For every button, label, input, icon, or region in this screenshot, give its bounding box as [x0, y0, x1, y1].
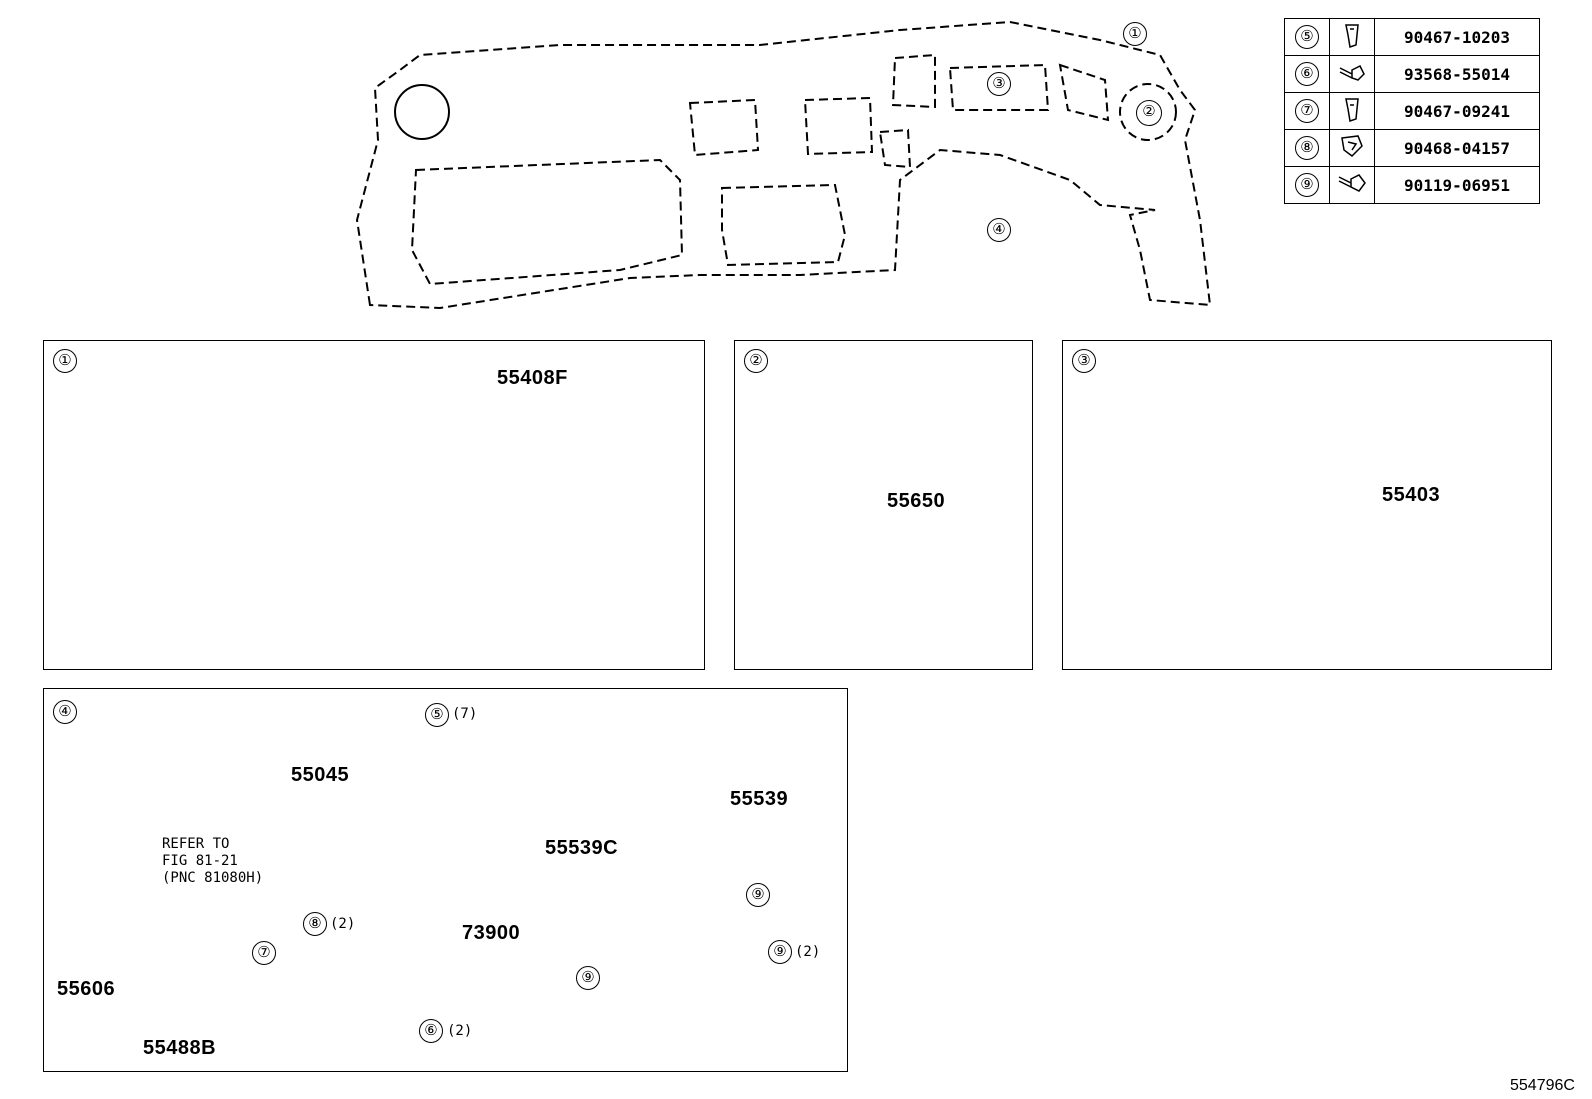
part-number-55403: 55403 [1382, 484, 1441, 506]
panel-callout: ② [744, 349, 768, 373]
ref-callout: ⑧ [1295, 136, 1319, 160]
detail-panel-2: ② [734, 340, 1033, 670]
ref-callout: ⑦ [1295, 99, 1319, 123]
clip-icon [1340, 24, 1364, 53]
upper-right-slot [1058, 63, 1110, 122]
area-3-outline [948, 63, 1050, 111]
callout-5: ⑤ [425, 703, 449, 727]
left-vent-circle [394, 84, 450, 140]
quantity-6: (2) [447, 1023, 473, 1039]
table-row: ⑨ 90119-06951 [1284, 166, 1540, 204]
small-slot [878, 128, 912, 169]
clip-icon [1340, 98, 1364, 127]
callout-6: ⑥ [419, 1019, 443, 1043]
fastener-part-number: 90467-09241 [1374, 92, 1540, 130]
part-number-55488b: 55488B [143, 1037, 217, 1059]
center-stack-outline [721, 183, 847, 267]
refer-note: REFER TO FIG 81-21 (PNC 81080H) [162, 836, 264, 886]
fastener-part-number: 93568-55014 [1374, 55, 1540, 93]
clip-icon [1338, 135, 1366, 164]
panel-callout: ③ [1072, 349, 1096, 373]
part-number-55045: 55045 [291, 764, 350, 786]
table-row: ⑦ 90467-09241 [1284, 92, 1540, 130]
screw-icon [1338, 64, 1366, 88]
center-vent-left [688, 98, 760, 157]
callout-9-right: ⑨ [768, 940, 792, 964]
right-vent-circle [1119, 83, 1177, 141]
fastener-part-number: 90468-04157 [1374, 129, 1540, 167]
fastener-part-number: 90467-10203 [1374, 18, 1540, 56]
fastener-part-number: 90119-06951 [1374, 166, 1540, 204]
callout-7: ⑦ [252, 941, 276, 965]
overview-callout-2: ② [1136, 100, 1162, 126]
table-row: ⑥ 93568-55014 [1284, 55, 1540, 93]
callout-9-bottom: ⑨ [576, 966, 600, 990]
ref-callout: ⑤ [1295, 25, 1319, 49]
part-number-73900: 73900 [462, 922, 521, 944]
callout-9-top: ⑨ [746, 883, 770, 907]
part-number-55606: 55606 [57, 978, 116, 1000]
dashboard-outline [355, 20, 1212, 310]
detail-panel-3: ③ [1062, 340, 1552, 670]
upper-left-slot [891, 53, 936, 109]
center-vent-right [803, 96, 874, 156]
overview-callout-3: ③ [987, 72, 1011, 96]
part-number-55650: 55650 [887, 490, 946, 512]
detail-panel-4: ④ [43, 688, 848, 1072]
left-recess-outline [410, 158, 684, 286]
table-row: ⑤ 90467-10203 [1284, 18, 1540, 56]
ref-callout: ⑥ [1295, 62, 1319, 86]
panel-callout: ④ [53, 700, 77, 724]
overview-callout-1: ① [1123, 22, 1147, 46]
quantity-5: (7) [452, 706, 478, 722]
fastener-table: ⑤ 90467-10203 ⑥ 93568-55014 ⑦ 90467-0924… [1284, 18, 1540, 204]
part-number-55539c: 55539C [545, 837, 619, 859]
detail-panel-1: ① [43, 340, 705, 670]
part-number-55408f: 55408F [497, 367, 568, 389]
panel-callout: ① [53, 349, 77, 373]
quantity-9: (2) [795, 944, 821, 960]
part-number-55539: 55539 [730, 788, 789, 810]
bolt-icon [1337, 174, 1367, 199]
table-row: ⑧ 90468-04157 [1284, 129, 1540, 167]
quantity-8: (2) [330, 916, 356, 932]
figure-id: 554796C [1510, 1077, 1575, 1094]
callout-8: ⑧ [303, 912, 327, 936]
overview-callout-4: ④ [987, 218, 1011, 242]
ref-callout: ⑨ [1295, 173, 1319, 197]
